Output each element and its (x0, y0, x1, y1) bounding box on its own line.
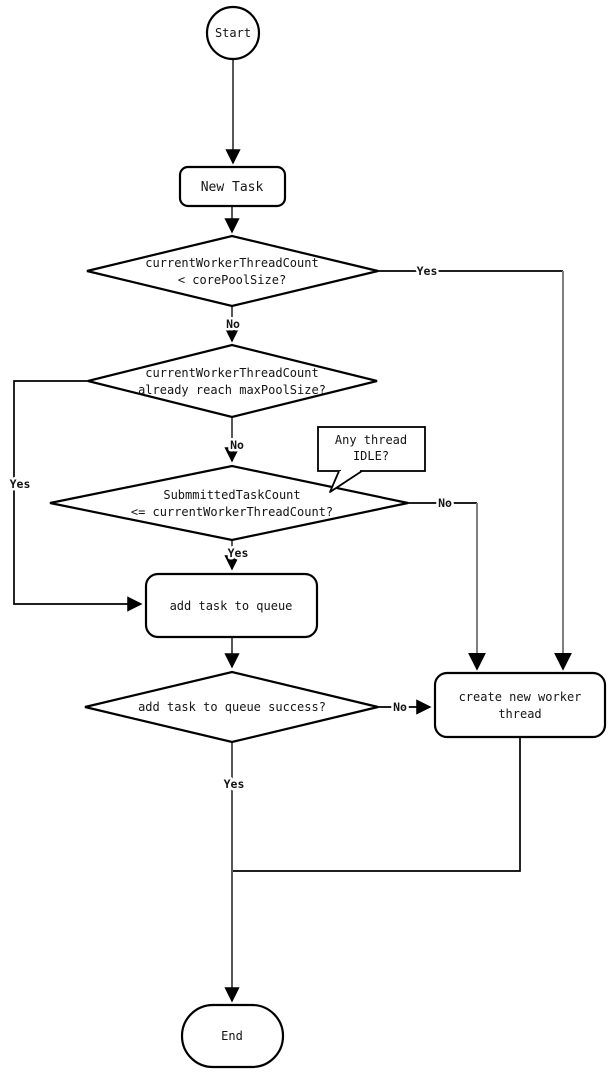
decision3-line1: SubmmittedTaskCount (163, 488, 300, 502)
label-decision4-no: No (393, 700, 407, 714)
add-queue-box (144, 572, 319, 639)
start-circle (205, 5, 261, 61)
end-label: End (221, 1029, 243, 1043)
label-decision1-yes: Yes (417, 264, 438, 278)
node-create-worker: create new worker thread (433, 671, 607, 739)
add-queue-label: add task to queue (170, 599, 293, 613)
note-tail (329, 470, 363, 493)
create-worker-line1: create new worker (459, 690, 582, 704)
node-note-idle: Any thread IDLE? (317, 426, 426, 493)
decision2-line1: currentWorkerThreadCount (145, 366, 318, 380)
decision1-line1: currentWorkerThreadCount (145, 256, 318, 270)
label-decision1-no: No (226, 317, 240, 331)
note-line1: Any thread (335, 433, 407, 447)
decision1-diamond (86, 234, 379, 308)
decision2-line2: already reach maxPoolSize? (138, 383, 326, 397)
decision4-diamond (84, 670, 379, 744)
edge-labels: Yes No Yes No Yes No Yes No (7, 262, 454, 794)
label-decision4-yes: Yes (224, 777, 245, 791)
node-new-task: New Task (178, 165, 287, 208)
node-add-queue: add task to queue (144, 572, 319, 639)
node-start: Start (205, 5, 261, 61)
node-decision-queue-success: add task to queue success? (84, 670, 379, 744)
new-task-label: New Task (201, 180, 264, 195)
edge-decision2-yes-loop (13, 380, 143, 612)
decision3-line2: <= currentWorkerThreadCount? (131, 505, 333, 519)
end-pill (180, 1003, 285, 1069)
decision1-line2: < corePoolSize? (178, 273, 286, 287)
note-line2: IDLE? (353, 449, 389, 463)
create-worker-line2: thread (498, 707, 541, 721)
new-task-box (178, 165, 287, 208)
label-decision2-no: No (230, 438, 244, 452)
node-decision-core-pool: currentWorkerThreadCount < corePoolSize? (86, 234, 379, 308)
node-decision-max-pool: currentWorkerThreadCount already reach m… (87, 343, 378, 419)
node-end: End (180, 1003, 285, 1069)
start-label: Start (215, 26, 251, 40)
edge-createworker-merge (233, 737, 521, 872)
decision4-label: add task to queue success? (138, 700, 326, 714)
label-decision3-yes: Yes (228, 546, 249, 560)
label-decision2-yes: Yes (10, 477, 31, 491)
label-decision3-no: No (438, 496, 452, 510)
edges (13, 59, 572, 1003)
decision3-diamond (49, 464, 409, 542)
note-box (317, 426, 426, 472)
create-worker-box (433, 671, 607, 739)
node-decision-submitted-count: SubmmittedTaskCount <= currentWorkerThre… (49, 464, 409, 542)
decision2-diamond (87, 343, 378, 419)
